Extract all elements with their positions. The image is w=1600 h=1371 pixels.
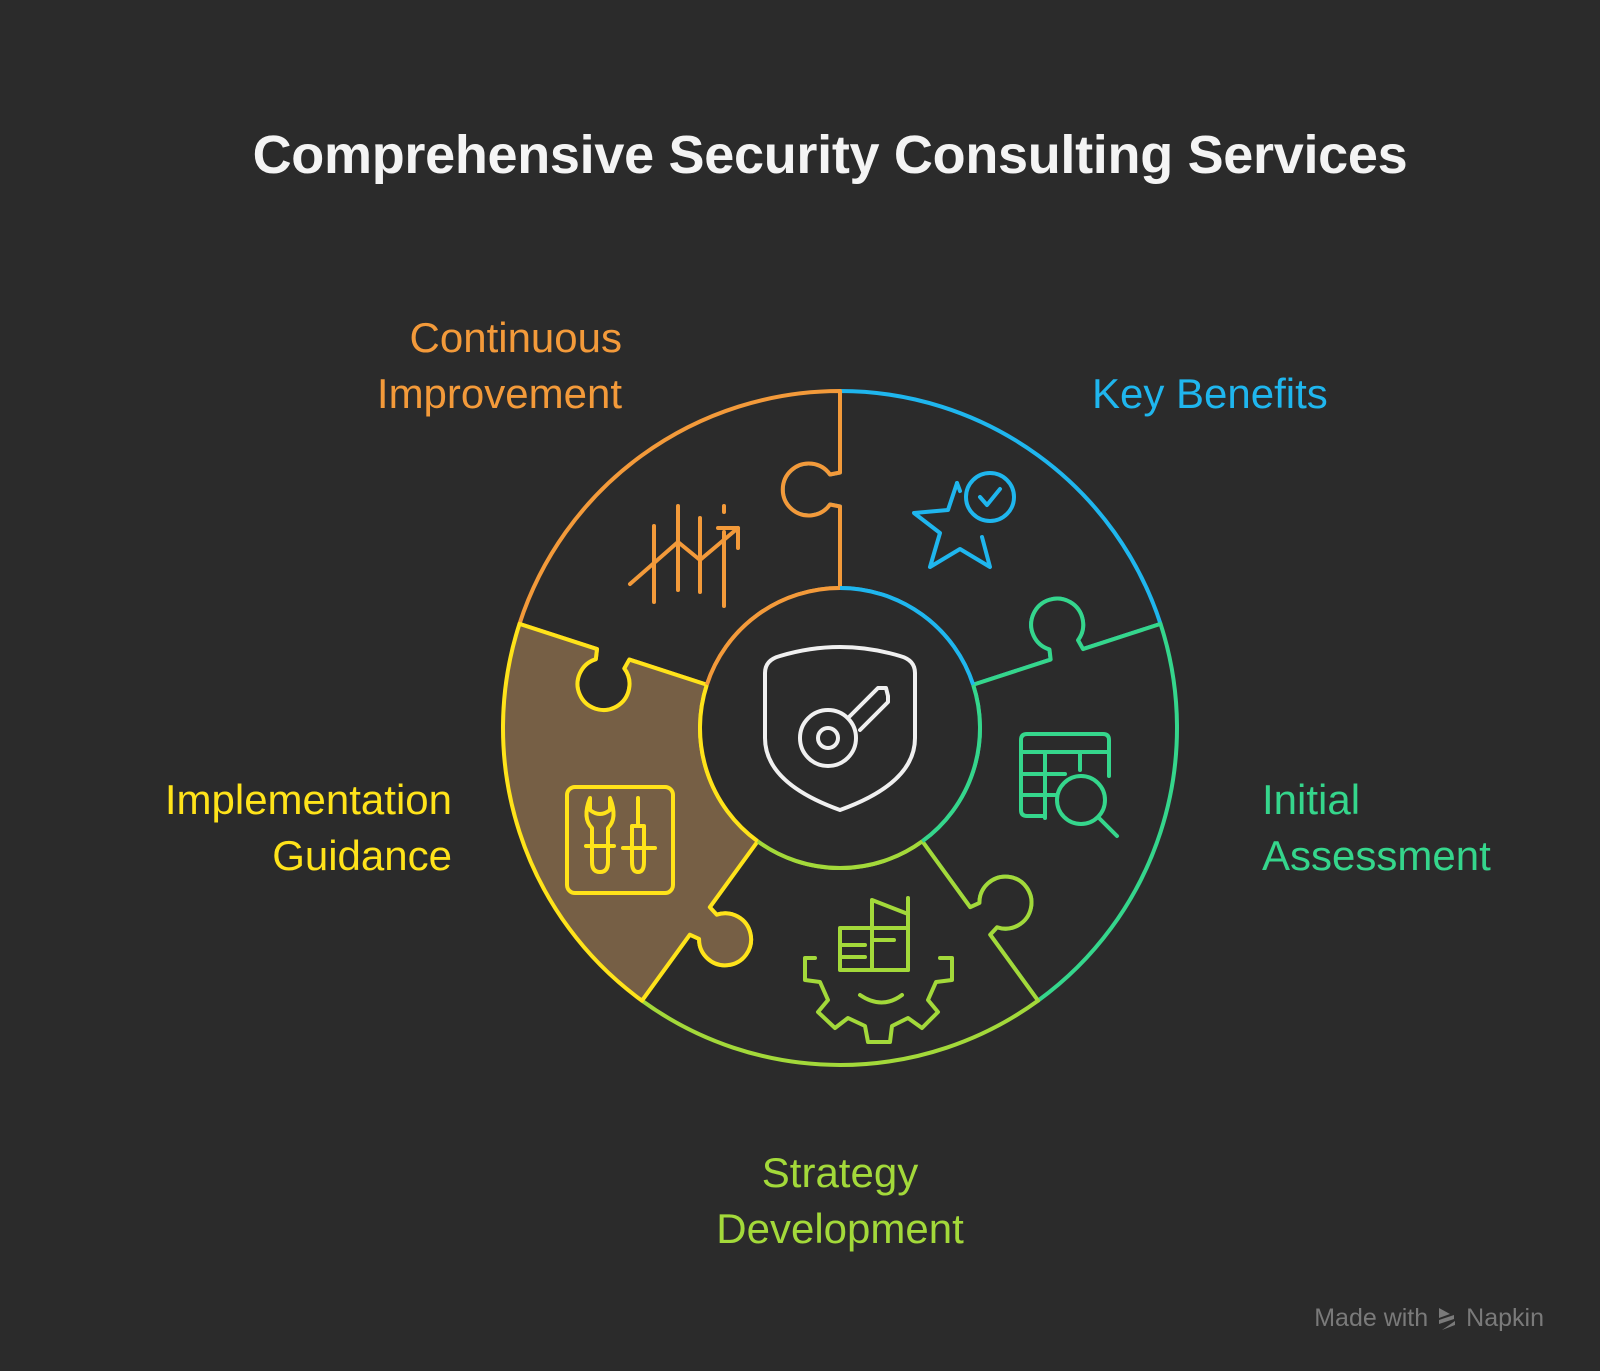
watermark-prefix: Made with (1314, 1304, 1429, 1332)
chart-trend-up-icon (628, 504, 740, 608)
label-line: Key Benefits (1092, 370, 1328, 417)
label-line: Strategy (761, 1149, 919, 1196)
label-initial-assessment: Initial Assessment (1262, 772, 1491, 884)
label-strategy-development: Strategy Development (640, 1145, 1040, 1257)
star-badge-check-icon (912, 471, 1016, 569)
hub-arc-initial-assessment (921, 684, 982, 843)
hub-arc-key-benefits (839, 586, 976, 686)
label-line: Improvement (376, 370, 622, 417)
table-search-icon (1019, 732, 1119, 838)
watermark: Made with Napkin (1314, 1304, 1544, 1333)
center-hub (700, 588, 980, 868)
label-line: Continuous (409, 314, 622, 361)
page-title: Comprehensive Security Consulting Servic… (252, 125, 1408, 185)
hub-arc-strategy-development (756, 839, 924, 870)
label-line: Initial (1262, 776, 1361, 823)
gear-building-icon (803, 896, 954, 1044)
napkin-logo-icon (1439, 1307, 1456, 1330)
hub-arc-implementation-guidance (698, 684, 759, 843)
hub-arc-continuous-improvement (704, 586, 841, 686)
tools-wrench-screwdriver-icon (565, 785, 675, 895)
label-continuous-improvement: Continuous Improvement (377, 310, 622, 422)
label-key-benefits: Key Benefits (1092, 366, 1328, 422)
label-implementation-guidance: Implementation Guidance (165, 772, 452, 884)
segment-implementation-guidance (500, 621, 760, 1003)
shield-key-icon (763, 645, 917, 812)
label-line: Assessment (1262, 832, 1491, 879)
watermark-brand: Napkin (1466, 1304, 1544, 1332)
label-line: Implementation (164, 776, 452, 823)
label-line: Guidance (272, 832, 452, 879)
label-line: Development (716, 1205, 964, 1252)
